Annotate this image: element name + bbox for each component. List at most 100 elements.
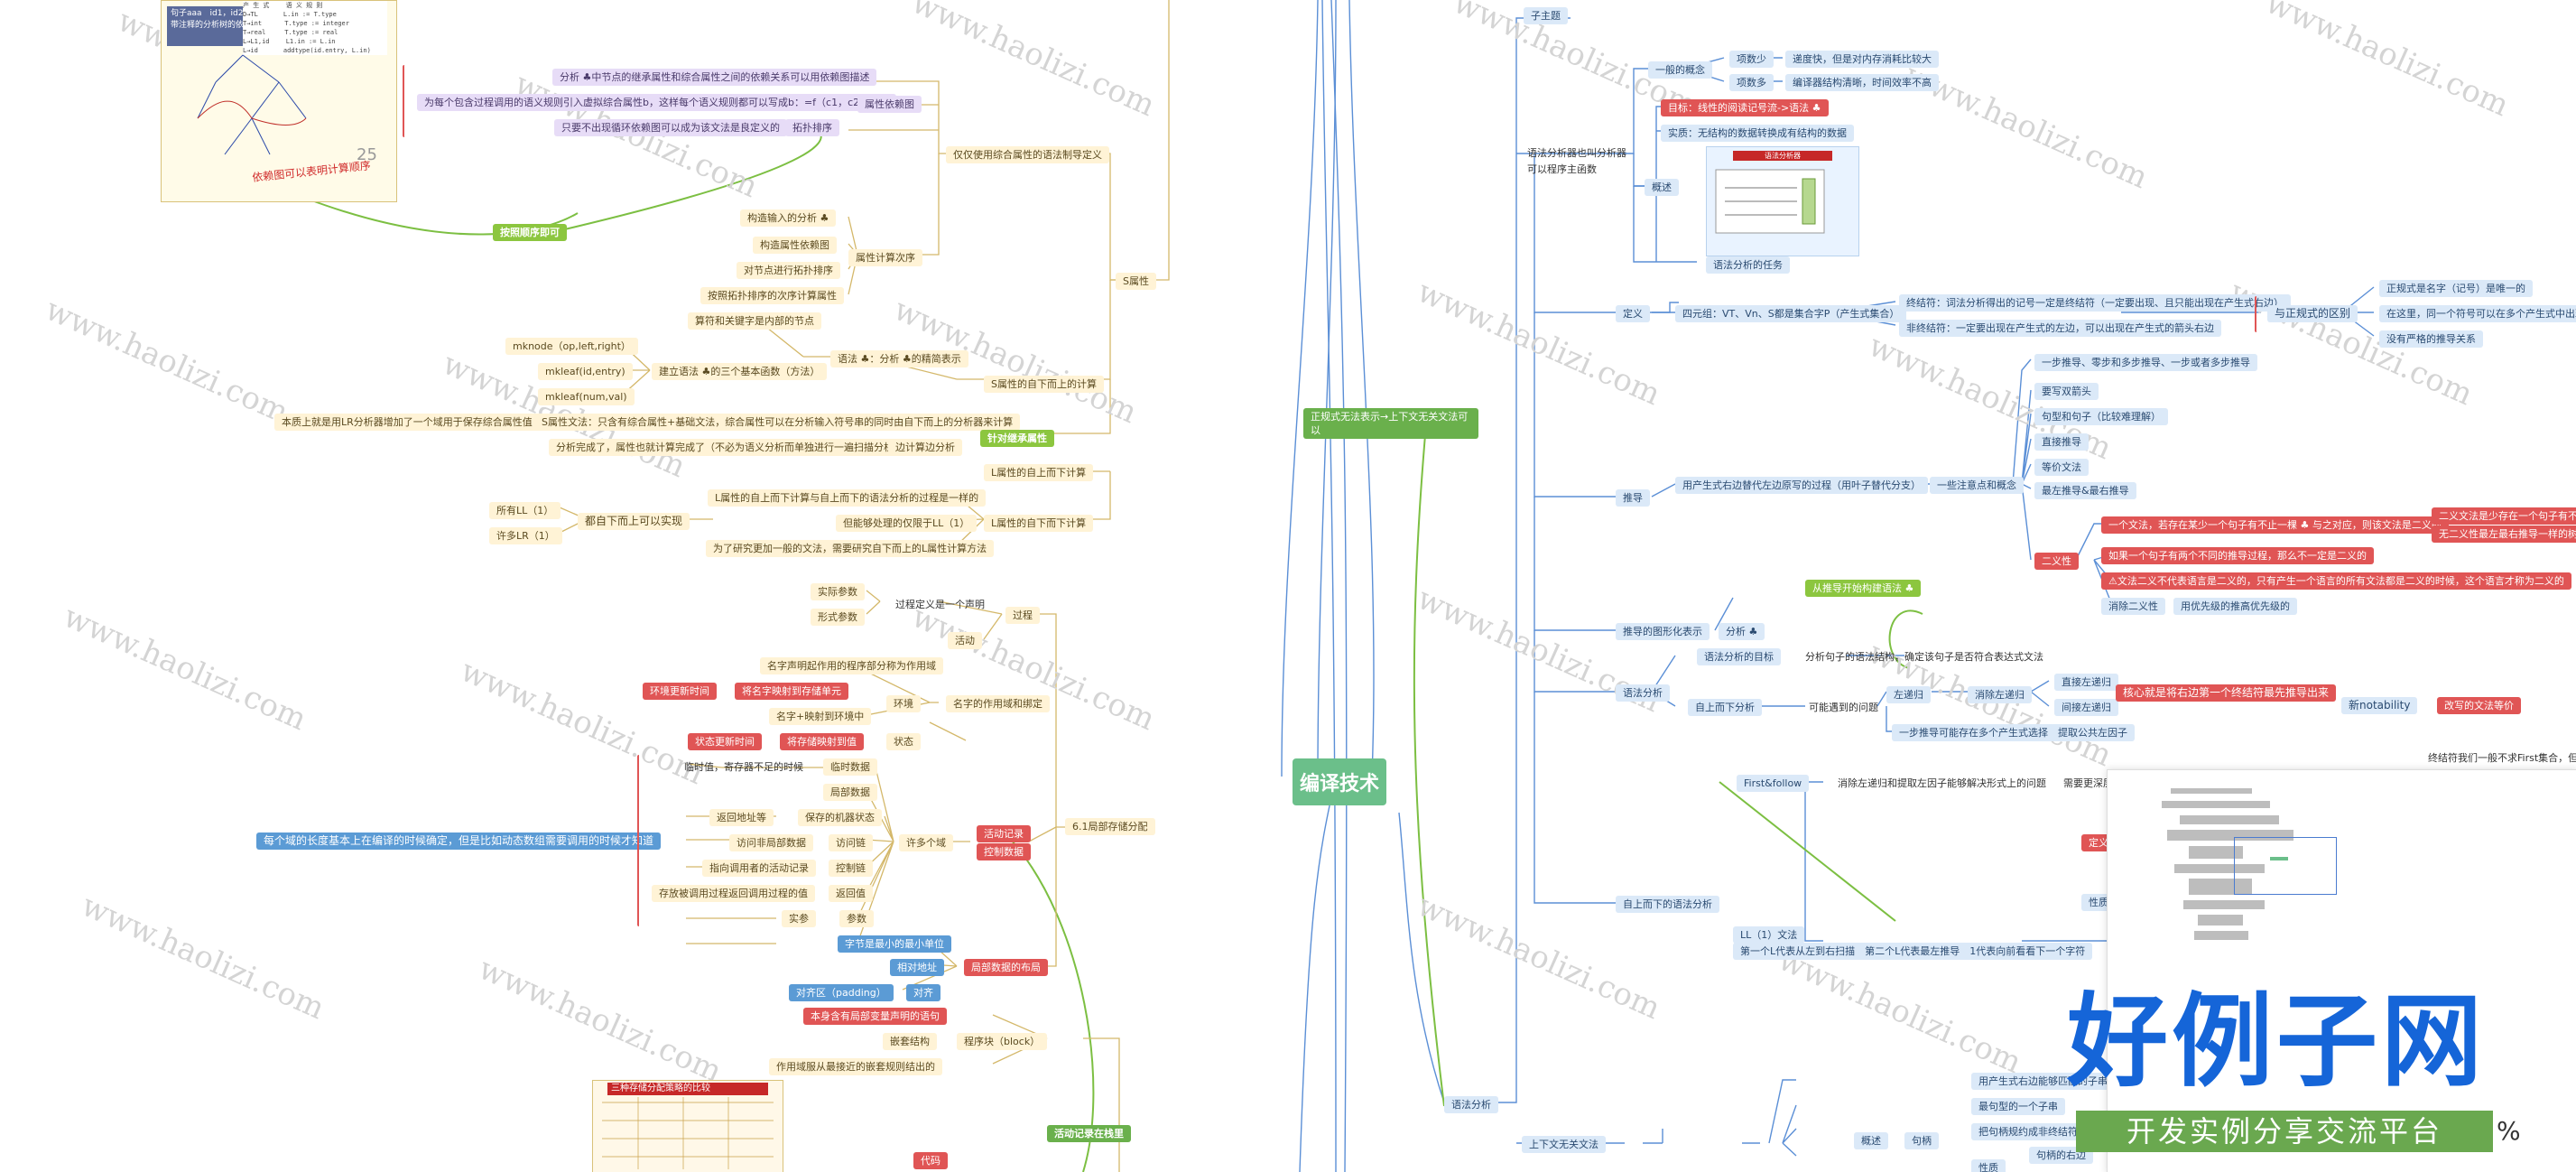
node-machine-state[interactable]: 保存的机器状态 <box>798 809 882 826</box>
node-local-alloc[interactable]: 6.1局部存储分配 <box>1065 818 1155 835</box>
node-syntax-analysis[interactable]: 语法分析 <box>1616 684 1670 702</box>
node-top-down[interactable]: 自上而下分析 <box>1688 699 1762 716</box>
node-lang-ambig[interactable]: ⚠文法二义不代表语言是二义的，只有产生一个语言的所有文法都是二义的时候，这个语言… <box>2101 572 2571 590</box>
node-regex-unique[interactable]: 正规式是名字（记号）是唯一的 <box>2379 280 2533 297</box>
node-ambig-note[interactable]: 二义文法是少存在一个句子有不止一个 <box>2432 507 2576 525</box>
node-alignment[interactable]: 对齐 <box>906 984 941 1001</box>
node-terminal-first[interactable]: 终结符我们一般不求First集合，但是也 <box>2421 749 2576 767</box>
node-environment[interactable]: 环境 <box>886 695 921 712</box>
node-l-top-down[interactable]: L属性的自上而下计算 <box>984 464 1093 481</box>
node-actual-param[interactable]: 实际参数 <box>811 583 865 600</box>
node-params[interactable]: 参数 <box>839 910 874 927</box>
minimap-viewport[interactable] <box>2234 837 2337 895</box>
node-two-derivations[interactable]: 如果一个句子有两个不同的推导过程，那么不一定是二义的 <box>2101 547 2374 564</box>
node-all-ll1[interactable]: 所有LL（1） <box>489 502 561 519</box>
node-derivation-steps[interactable]: 一步推导、零步和多步推导、一步或者多步推导 <box>2034 354 2257 371</box>
node-unambig-tree[interactable]: 无二义性最左最右推导一样的树 <box>2432 526 2576 543</box>
node-many-passes[interactable]: 项数多 <box>1729 74 1774 91</box>
node-notability[interactable]: 新notability <box>2341 697 2417 714</box>
node-indirect-left[interactable]: 间接左递归 <box>2054 699 2118 716</box>
node-compute-while-parse[interactable]: 边计算边分析 <box>888 439 962 456</box>
node-env-update[interactable]: 环境更新时间 <box>643 683 717 700</box>
node-s-attr-grammar[interactable]: S属性文法：只含有综合属性+基础文法，综合属性可以在分析输入符号串的同时由自下而… <box>534 414 1020 431</box>
node-property-2[interactable]: 性质 <box>1971 1159 2006 1172</box>
node-return-addr[interactable]: 返回地址等 <box>709 809 774 826</box>
node-scope-binding[interactable]: 名字的作用域和绑定 <box>946 695 1050 712</box>
node-notes[interactable]: 一些注意点和概念 <box>1930 477 2024 494</box>
node-code[interactable]: 代码 <box>913 1152 948 1169</box>
node-scope-def[interactable]: 名字声明起作用的程序部分称为作用域 <box>760 657 943 674</box>
node-actual-args[interactable]: 实参 <box>782 910 816 927</box>
node-build-tree[interactable]: 构造输入的分析 ♣ <box>740 209 836 227</box>
node-block[interactable]: 程序块（block） <box>957 1033 1047 1050</box>
node-priority[interactable]: 用优先级的推高优先级的 <box>2173 598 2297 615</box>
node-stack-record[interactable]: 活动记录在栈里 <box>1047 1125 1131 1142</box>
node-operators[interactable]: 算符和关键字是内部的节点 <box>688 312 821 330</box>
node-local-var-stmt[interactable]: 本身含有局部变量声明的语句 <box>803 1008 947 1025</box>
storage-strategy-table[interactable]: 三种存储分配策略的比较 <box>592 1080 783 1172</box>
node-parse-goal[interactable]: 语法分析的目标 <box>1697 648 1781 665</box>
node-return-value-desc[interactable]: 存放被调用过程返回调用过程的值 <box>652 885 815 902</box>
node-subtopic[interactable]: 子主题 <box>1524 7 1568 24</box>
node-local-layout[interactable]: 局部数据的布局 <box>964 959 1048 976</box>
node-handle[interactable]: 句柄 <box>1904 1132 1939 1149</box>
node-many-fields[interactable]: 许多个域 <box>899 834 953 851</box>
node-field-length[interactable]: 每个域的长度基本上在编译的时候确定，但是比如动态数组需要调用的时候才知道 <box>256 832 661 850</box>
node-topo-sort[interactable]: 拓扑排序 <box>785 119 839 136</box>
node-ll1[interactable]: LL（1）文法 <box>1733 926 1804 944</box>
node-storage-to-value[interactable]: 将存储映射到值 <box>780 733 864 750</box>
node-remove-left-rec[interactable]: 消除左递归 <box>1968 686 2032 703</box>
node-mkleaf-num[interactable]: mkleaf(num,val) <box>538 388 635 405</box>
node-build-graph[interactable]: 构造属性依赖图 <box>753 237 837 254</box>
node-activation-record[interactable]: 活动记录 <box>977 825 1031 842</box>
node-inherited-attr[interactable]: 针对继承属性 <box>980 430 1054 447</box>
node-diff-regex[interactable]: 与正规式的区别 <box>2267 305 2358 322</box>
node-leftmost-rightmost[interactable]: 最左推导&最右推导 <box>2034 482 2136 499</box>
node-main-function[interactable]: 可以程序主函数 <box>1520 161 1604 178</box>
node-return-value[interactable]: 返回值 <box>829 885 873 902</box>
node-state[interactable]: 状态 <box>886 733 921 750</box>
node-name-to-storage[interactable]: 将名字映射到存储单元 <box>735 683 848 700</box>
node-proc-def[interactable]: 过程定义是一个声明 <box>888 596 992 613</box>
node-few-passes[interactable]: 项数少 <box>1729 51 1774 68</box>
node-bottom-up-possible[interactable]: 都自下而上可以实现 <box>578 513 690 530</box>
node-lr-extended[interactable]: 本质上就是用LR分析器增加了一个域用于保存综合属性值 <box>274 414 540 431</box>
node-ll1-meaning[interactable]: 第一个L代表从左到右扫描 第二个L代表最左推导 1代表向前看看下一个字符 <box>1733 943 2092 960</box>
node-remove-ambig[interactable]: 消除二义性 <box>2101 598 2165 615</box>
dependency-graph-note[interactable]: 句子aaa id1，id2，id_3 带注释的分析树的依赖图 产 生 式 语 义… <box>161 0 397 202</box>
node-direct-derive[interactable]: 直接推导 <box>2034 433 2089 451</box>
node-parser-alias[interactable]: 语法分析器也叫分析器 <box>1520 144 1634 162</box>
node-dependency-desc[interactable]: 分析 ♣中节点的继承属性和综合属性之间的依赖关系可以用依赖图描述 <box>552 69 876 86</box>
node-core-terminal[interactable]: 核心就是将右边第一个终结符最先推导出来 <box>2116 684 2336 702</box>
node-activation[interactable]: 活动 <box>948 632 982 649</box>
node-padding[interactable]: 对齐区（padding） <box>789 984 894 1001</box>
node-relative-addr[interactable]: 相对地址 <box>890 959 944 976</box>
node-direct-left[interactable]: 直接左递归 <box>2054 674 2118 691</box>
node-l-bottom-up[interactable]: L属性的自下而下计算 <box>984 515 1093 532</box>
node-equiv-grammar[interactable]: 等价文法 <box>2034 459 2089 476</box>
node-double-arrow[interactable]: 要写双箭头 <box>2034 383 2099 400</box>
node-analysis-done[interactable]: 分析完成了，属性也就计算完成了（不必为语义分析而单独进行一遍扫描分析） <box>549 439 911 456</box>
node-no-cycle[interactable]: 只要不出现循环依赖图可以成为该文法是良定义的 <box>554 119 787 136</box>
node-sentential-form[interactable]: 句型和句子（比较难理解） <box>2034 408 2168 425</box>
node-many-lr1[interactable]: 许多LR（1） <box>489 527 562 544</box>
node-virtual-attr[interactable]: 为每个包含过程调用的语义规则引入虚拟综合属性b，这样每个语义规则都可以写成b：=… <box>417 94 896 111</box>
node-nearest-nesting[interactable]: 作用域服从最接近的嵌套规则结出的 <box>769 1058 942 1075</box>
node-ambiguity[interactable]: 二义性 <box>2034 553 2079 570</box>
node-first-follow[interactable]: First&follow <box>1737 775 1809 792</box>
node-three-funcs[interactable]: 建立语法 ♣的三个基本函数（方法） <box>652 363 827 380</box>
node-l-same-as-parse[interactable]: L属性的自上而下计算与自上而下的语法分析的过程是一样的 <box>708 489 986 507</box>
node-local-data[interactable]: 局部数据 <box>823 784 877 801</box>
node-parse-tree[interactable]: 分析 ♣ <box>1719 623 1765 640</box>
node-general-grammar[interactable]: 为了研究更加一般的文法，需要研究自下而上的L属性计算方法 <box>706 540 994 557</box>
node-build-from-derive[interactable]: 从推导开始构建语法 ♣ <box>1805 580 1921 597</box>
node-parse-goal-desc[interactable]: 分析句子的语法结构，确定该句子是否符合表达式文法 <box>1798 648 2051 665</box>
node-possible-issues[interactable]: 可能遇到的问题 <box>1802 699 1886 716</box>
node-formal-param[interactable]: 形式参数 <box>811 609 865 626</box>
node-terminal[interactable]: 终结符：词法分析得出的记号一定是终结符（一定要出现、且只能出现在产生式右边） <box>1899 294 2291 312</box>
node-s-bottom-up[interactable]: S属性的自下而上的计算 <box>984 376 1104 393</box>
node-attr-order[interactable]: 属性计算次序 <box>848 249 922 266</box>
node-attr-dep-graph[interactable]: 属性依赖图 <box>857 96 922 113</box>
node-nonlocal[interactable]: 访问非局部数据 <box>729 834 813 851</box>
